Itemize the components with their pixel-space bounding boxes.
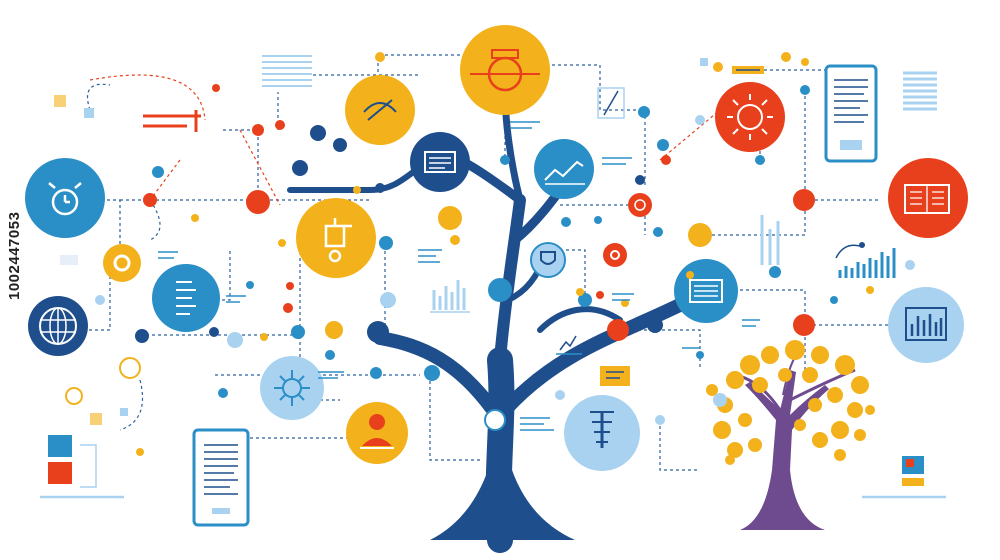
globe-icon: [28, 296, 88, 356]
clipboard-icon: [674, 259, 738, 323]
tree-roots: [430, 470, 575, 540]
large-icon-circles: [25, 25, 968, 471]
gear-icon: [603, 243, 627, 267]
bar-chart-icon: [152, 264, 220, 332]
color-square-blocks: [40, 58, 946, 499]
bar-chart-icon: [760, 215, 780, 265]
tablet-icon: [824, 64, 878, 163]
growth-line-icon: [556, 335, 582, 355]
small-icon-circles: [65, 189, 815, 431]
lightbulb-icon: [345, 75, 415, 145]
network-icon: [260, 356, 324, 420]
bar-chart-icon: [430, 280, 470, 313]
shield-icon: [367, 321, 389, 343]
small-node-dots: [95, 52, 915, 456]
document-icon: [262, 52, 312, 92]
thermometer-icon: [597, 87, 625, 119]
tablet-icon: [192, 428, 250, 527]
person-icon: [438, 206, 462, 230]
circuit-brain-icon: [715, 82, 785, 152]
decorative-documents: [60, 52, 937, 527]
document-icon: [600, 366, 630, 386]
target-icon: [460, 25, 550, 115]
gear-icon: [246, 190, 270, 214]
purple-tree: [706, 340, 875, 530]
alarm-clock-icon: [25, 158, 105, 238]
bar-chart-icon: [888, 287, 964, 363]
document-icon: [903, 71, 937, 111]
gear-icon: [793, 189, 815, 211]
target-icon: [628, 193, 652, 217]
image-id-label: 1002447053: [6, 211, 23, 300]
gear-icon: [793, 314, 815, 336]
gear-icon: [484, 409, 506, 431]
flowchart-icon: [296, 198, 376, 278]
bar-chart-icon: [835, 242, 896, 278]
lightbulb-icon: [688, 223, 712, 247]
gear-icon: [103, 244, 141, 282]
growth-line-icon: [488, 278, 512, 302]
thermometer-icon: [564, 395, 640, 471]
gear-icon: [607, 319, 629, 341]
document-icon: [410, 132, 470, 192]
growth-line-icon: [534, 139, 594, 199]
shield-icon: [530, 242, 566, 278]
person-icon: [346, 402, 408, 464]
report-icon: [888, 158, 968, 238]
